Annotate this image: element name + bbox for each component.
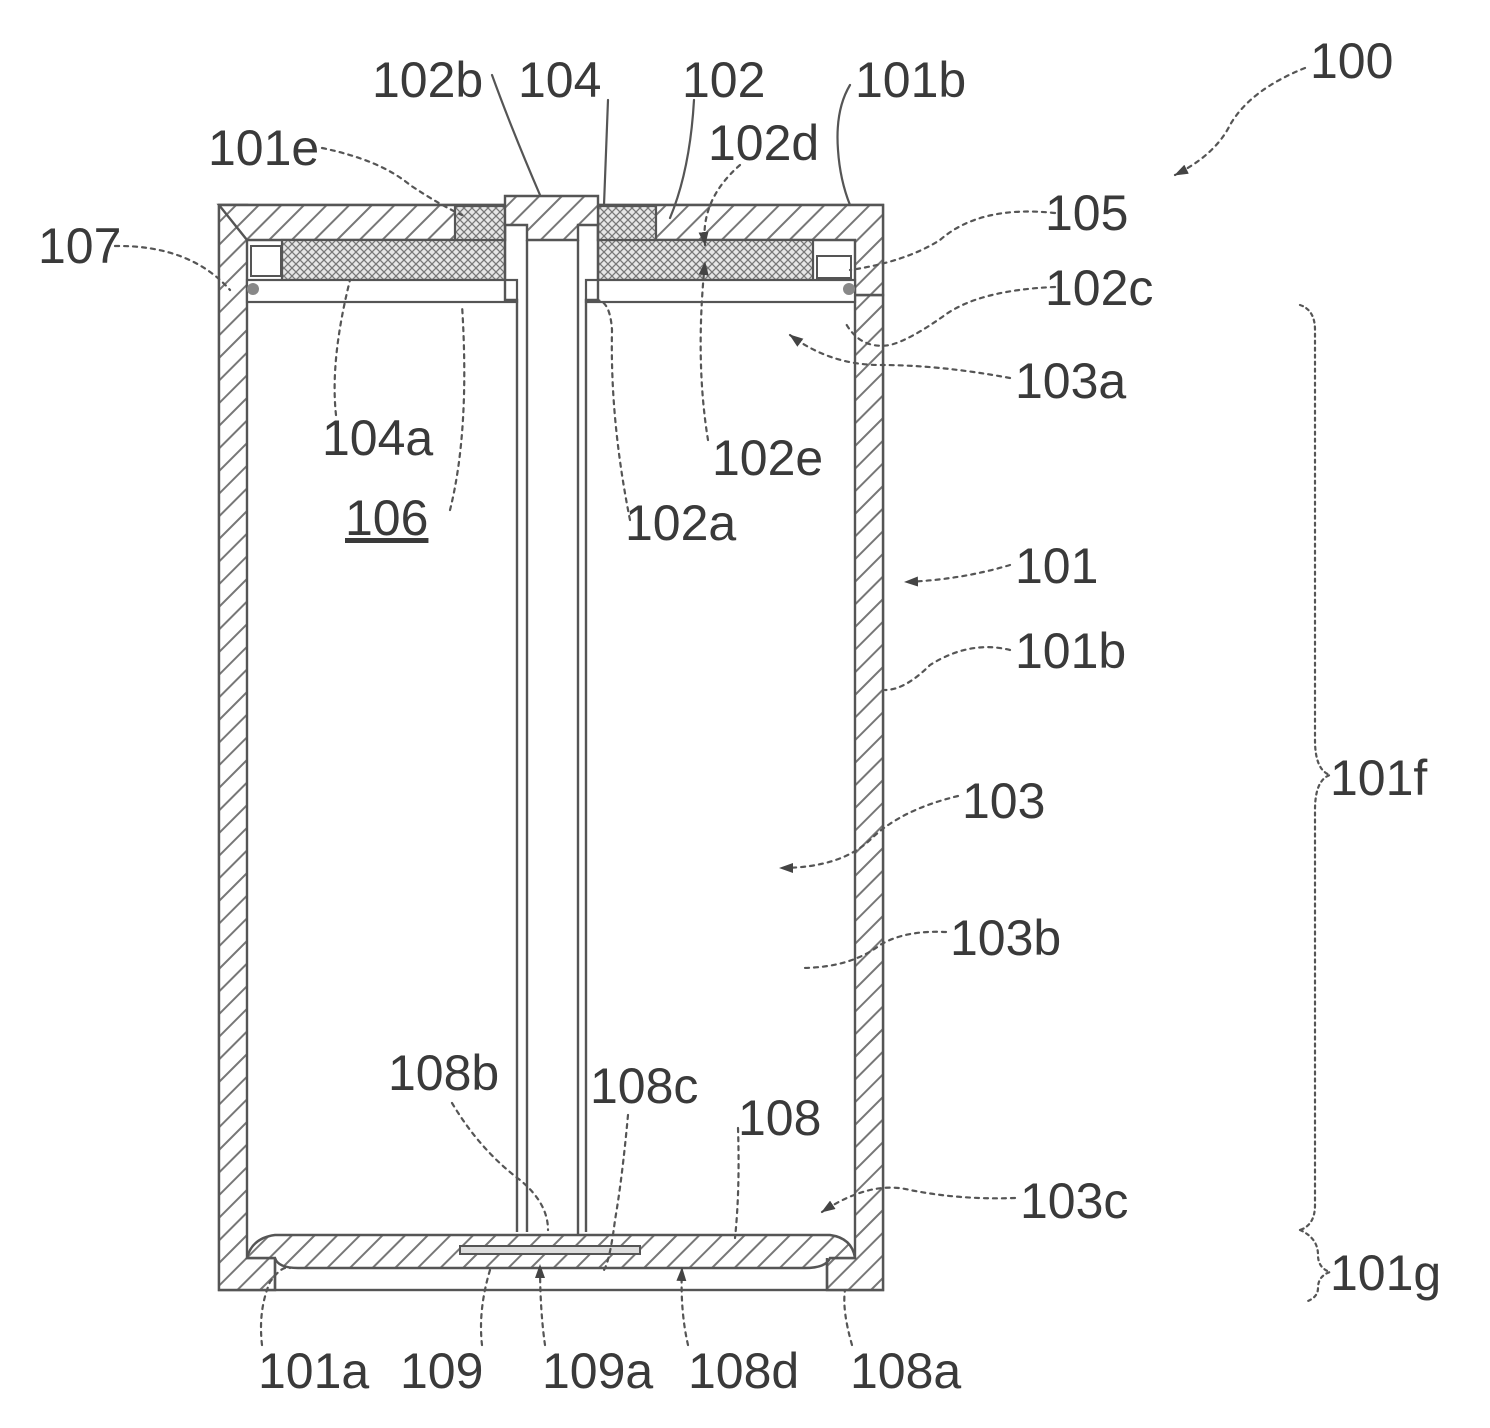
- bracket-101g: [1300, 1230, 1330, 1302]
- label-101b-top: 101b: [855, 52, 966, 108]
- can-left-wall: [219, 205, 275, 1290]
- label-101: 101: [1015, 538, 1098, 594]
- label-101g: 101g: [1330, 1245, 1441, 1301]
- label-103a: 103a: [1015, 353, 1126, 409]
- label-103: 103: [962, 773, 1045, 829]
- label-109: 109: [400, 1343, 483, 1399]
- label-108a: 108a: [850, 1343, 961, 1399]
- spacer-left: [251, 246, 281, 276]
- label-101f: 101f: [1330, 750, 1427, 806]
- label-104: 104: [518, 52, 601, 108]
- label-104a: 104a: [322, 410, 433, 466]
- label-101b-mid: 101b: [1015, 623, 1126, 679]
- label-103c: 103c: [1020, 1173, 1128, 1229]
- terminal-rod: [505, 196, 598, 1248]
- gasket-right: [598, 240, 813, 280]
- label-105: 105: [1045, 185, 1128, 241]
- label-108: 108: [738, 1090, 821, 1146]
- label-100: 100: [1310, 33, 1393, 89]
- terminal-stem-left: [505, 225, 517, 1232]
- weld-right: [843, 283, 855, 295]
- label-102e: 102e: [712, 430, 823, 486]
- weld-left: [247, 283, 259, 295]
- label-108b: 108b: [388, 1045, 499, 1101]
- plate-left: [247, 280, 517, 302]
- terminal-head: [505, 196, 598, 240]
- plate-right: [586, 280, 855, 302]
- seal-block-101e: [455, 206, 505, 240]
- spacer-right: [817, 256, 851, 278]
- bottom-cap: [247, 1235, 855, 1290]
- label-108d: 108d: [688, 1343, 799, 1399]
- label-108c: 108c: [590, 1058, 698, 1114]
- label-101a: 101a: [258, 1343, 369, 1399]
- gasket-left: [282, 240, 505, 280]
- bracket-101f: [1300, 305, 1330, 1230]
- label-101e: 101e: [208, 120, 319, 176]
- label-107: 107: [38, 218, 121, 274]
- label-103b: 103b: [950, 910, 1061, 966]
- can-right-wall: [827, 295, 883, 1290]
- seal-block-102d: [598, 206, 656, 240]
- label-102c: 102c: [1045, 260, 1153, 316]
- center-contact-109: [460, 1246, 640, 1254]
- label-102: 102: [682, 52, 765, 108]
- label-102a: 102a: [625, 495, 736, 551]
- label-102d: 102d: [708, 115, 819, 171]
- label-102b: 102b: [372, 52, 483, 108]
- label-109a: 109a: [542, 1343, 653, 1399]
- label-106: 106: [345, 490, 428, 546]
